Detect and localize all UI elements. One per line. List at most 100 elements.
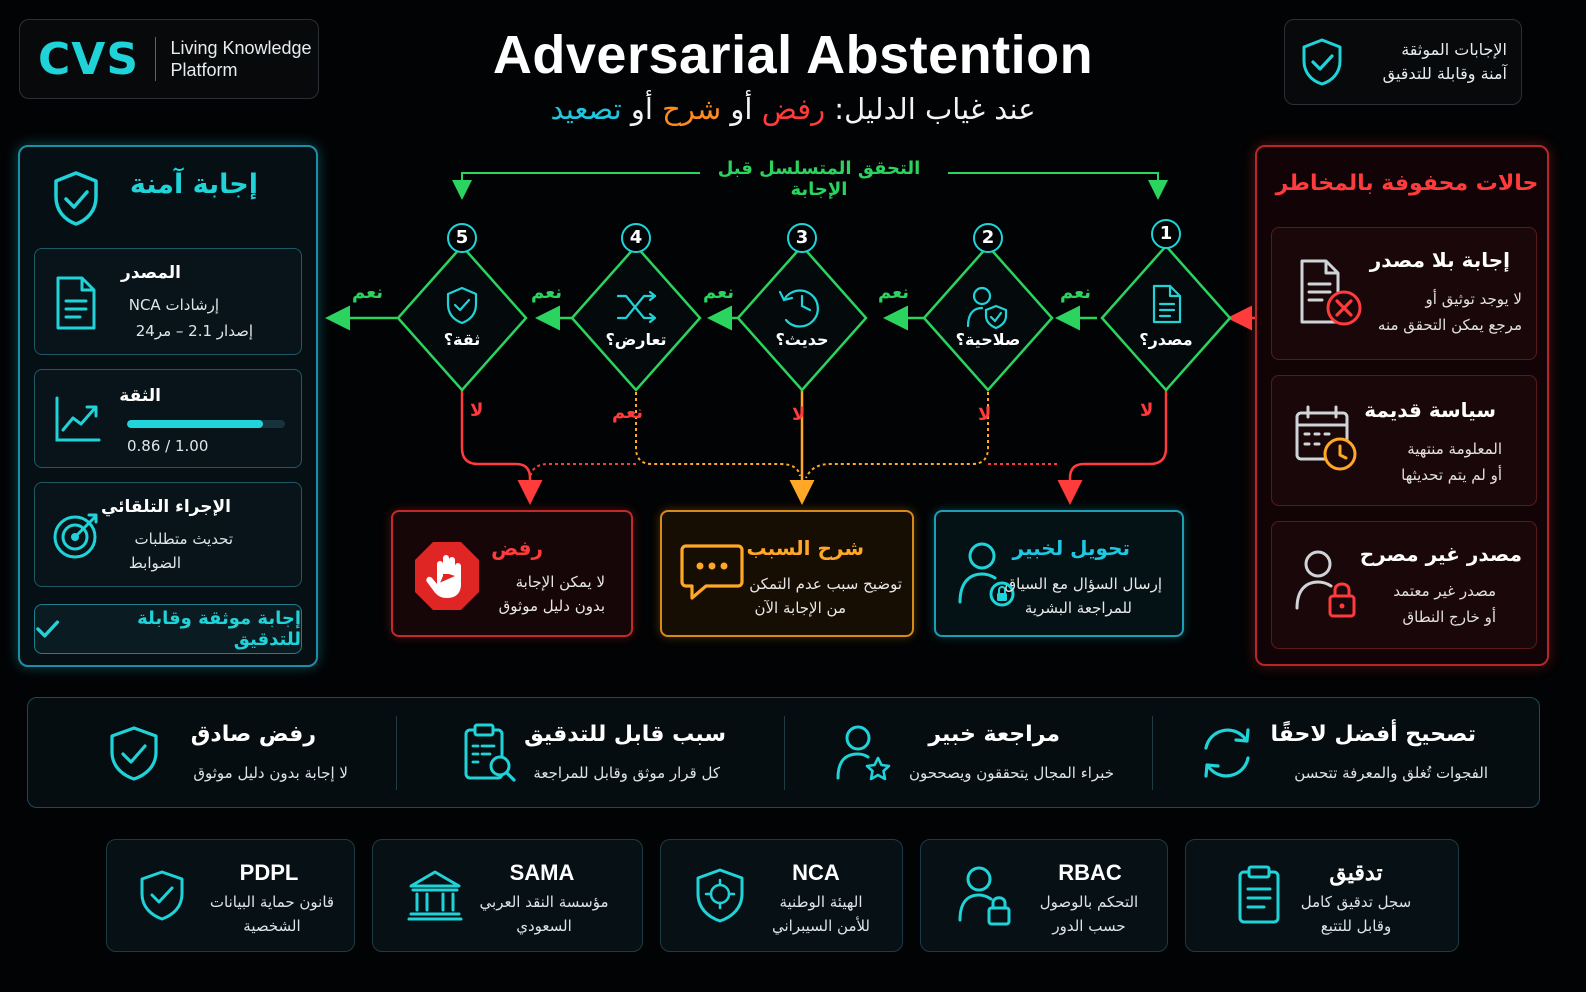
trend-chart-icon bbox=[55, 396, 101, 442]
outcome-line: للمراجعة البشرية bbox=[1024, 599, 1132, 617]
step-label: حديث؟ bbox=[775, 330, 829, 349]
top-badge-line: الإجابات الموثقة bbox=[1401, 40, 1507, 59]
outcome-escalate: تحويل لخبير إرسال السؤال مع السياق للمرا… bbox=[934, 510, 1184, 637]
confidence-title: الثقة bbox=[119, 386, 161, 406]
auto-action-title: الإجراء التلقائي bbox=[100, 497, 231, 517]
calendar-clock-icon bbox=[1295, 405, 1357, 471]
benefit-title: سبب قابل للتدقيق bbox=[524, 722, 726, 747]
step-number: 4 bbox=[621, 223, 651, 253]
decision-diamond-3 bbox=[736, 244, 868, 392]
source-title: المصدر bbox=[121, 263, 181, 283]
outcome-line: من الإجابة الآن bbox=[754, 599, 846, 617]
outcome-line: لا يمكن الإجابة bbox=[515, 573, 605, 591]
compliance-card-sama: SAMA مؤسسة النقد العربي السعودي bbox=[372, 839, 643, 952]
step-number: 3 bbox=[787, 223, 817, 253]
chain-arrow-right bbox=[948, 172, 1168, 200]
compliance-title: PDPL bbox=[239, 860, 299, 885]
user-lock-icon bbox=[958, 542, 1015, 607]
subtitle-or: أو bbox=[721, 92, 762, 126]
divider bbox=[784, 716, 785, 790]
user-shield-icon bbox=[966, 286, 1008, 330]
page-subtitle: عند غياب الدليل: رفض أو شرح أو تصعيد bbox=[400, 92, 1186, 126]
yes-label: نعم bbox=[352, 282, 384, 303]
benefit-text: كل قرار موثق وقابل للمراجعة bbox=[533, 764, 720, 782]
benefit-title: مراجعة خبير bbox=[928, 722, 1060, 747]
risk-line: المعلومة منتهية bbox=[1407, 440, 1502, 458]
outcome-title: شرح السبب bbox=[746, 536, 864, 560]
benefit-auditable-reason: سبب قابل للتدقيق كل قرار موثق وقابل للمر… bbox=[398, 698, 784, 809]
document-icon bbox=[56, 276, 96, 330]
source-line: إرشادات NCA bbox=[128, 296, 219, 314]
chat-bubble-icon bbox=[680, 544, 744, 600]
outcome-line: توضيح سبب عدم التمكن bbox=[749, 575, 902, 593]
check-icon bbox=[36, 620, 60, 638]
step-label: صلاحية؟ bbox=[955, 330, 1021, 349]
compliance-line: الهيئة الوطنية bbox=[779, 893, 863, 911]
shuffle-icon bbox=[616, 290, 657, 324]
risk-card-old-policy: سياسة قديمة المعلومة منتهية أو لم يتم تح… bbox=[1271, 375, 1537, 506]
compliance-line: قانون حماية البيانات bbox=[209, 893, 335, 911]
safe-answer-panel: إجابة آمنة المصدر إرشادات NCA إصدار 2.1 … bbox=[18, 145, 318, 667]
compliance-card-rbac: RBAC التحكم بالوصول حسب الدور bbox=[920, 839, 1168, 952]
document-icon bbox=[1152, 284, 1182, 324]
benefits-strip: رفض صادق لا إجابة بدون دليل موثوق سبب قا… bbox=[27, 697, 1540, 808]
risk-line: مصدر غير معتمد bbox=[1393, 582, 1496, 600]
outcome-title: رفض bbox=[491, 536, 543, 560]
yes-label: نعم bbox=[531, 282, 563, 303]
brand-subtitle: Living Knowledge Platform bbox=[170, 38, 312, 80]
compliance-title: NCA bbox=[792, 860, 840, 885]
risk-cases-panel: حالات محفوفة بالمخاطر إجابة بلا مصدر لا … bbox=[1255, 145, 1549, 666]
brand-logo: CVS bbox=[38, 33, 140, 85]
benefit-better-correction: تصحيح أفضل لاحقًا الفجوات تُغلق والمعرفة… bbox=[1152, 698, 1538, 809]
user-lock-icon bbox=[1295, 550, 1356, 618]
risk-title: سياسة قديمة bbox=[1364, 398, 1496, 422]
yes-label: نعم bbox=[703, 282, 735, 303]
compliance-line: السعودي bbox=[516, 917, 572, 935]
decision-diamond-5 bbox=[396, 244, 528, 392]
compliance-line: للأمن السيبراني bbox=[771, 917, 871, 935]
decision-diamond-2 bbox=[922, 244, 1054, 392]
benefit-expert-review: مراجعة خبير خبراء المجال يتحققون ويصححون bbox=[784, 698, 1152, 809]
no-label: لا bbox=[792, 404, 806, 425]
compliance-card-audit: تدقيق سجل تدقيق كامل وقابل للتتبع bbox=[1185, 839, 1459, 952]
clipboard-search-icon bbox=[464, 723, 516, 782]
risk-cases-title: حالات محفوفة بالمخاطر bbox=[1275, 171, 1539, 196]
shield-emblem-icon bbox=[696, 868, 744, 923]
dotted-arrow-refuse bbox=[529, 463, 636, 479]
risk-title: مصدر غير مصرح bbox=[1359, 542, 1522, 566]
source-line: إصدار 2.1 – مر24 bbox=[135, 322, 253, 340]
divider bbox=[1152, 716, 1153, 790]
compliance-card-nca: NCA الهيئة الوطنية للأمن السيبراني bbox=[660, 839, 903, 952]
risk-line: لا يوجد توثيق أو bbox=[1425, 290, 1522, 308]
step-number: 1 bbox=[1151, 219, 1181, 249]
chain-label: التحقق المتسلسل قبل الإجابة bbox=[700, 158, 938, 200]
risk-card-no-source: إجابة بلا مصدر لا يوجد توثيق أو مرجع يمك… bbox=[1271, 227, 1537, 360]
decision-diamond-1 bbox=[1100, 244, 1232, 392]
risk-card-unauthorized: مصدر غير مصرح مصدر غير معتمد أو خارج الن… bbox=[1271, 521, 1537, 649]
outcome-title: تحويل لخبير bbox=[1012, 536, 1130, 560]
benefit-title: رفض صادق bbox=[190, 722, 316, 747]
compliance-line: سجل تدقيق كامل bbox=[1300, 893, 1412, 911]
outcome-explain: شرح السبب توضيح سبب عدم التمكن من الإجاب… bbox=[660, 510, 914, 637]
benefit-honest-refusal: رفض صادق لا إجابة بدون دليل موثوق bbox=[28, 698, 398, 809]
auto-action-line: تحديث متطلبات bbox=[134, 530, 233, 548]
top-badge-text: الإجابات الموثقة آمنة وقابلة للتدقيق bbox=[1357, 38, 1507, 86]
compliance-line: التحكم بالوصول bbox=[1039, 893, 1139, 911]
compliance-line: وقابل للتتبع bbox=[1320, 917, 1392, 935]
chain-arrow-left bbox=[452, 172, 700, 200]
top-badge: الإجابات الموثقة آمنة وقابلة للتدقيق bbox=[1284, 19, 1522, 105]
confidence-value: 0.86 / 1.00 bbox=[127, 437, 209, 455]
no-label: لا bbox=[1140, 400, 1154, 421]
outcome-line: إرسال السؤال مع السياق bbox=[1004, 575, 1162, 593]
outcome-refuse: رفض لا يمكن الإجابة بدون دليل موثوق bbox=[391, 510, 633, 637]
clipboard-icon bbox=[1238, 865, 1280, 924]
shield-check-icon bbox=[140, 870, 184, 921]
brand-box: CVS Living Knowledge Platform bbox=[19, 19, 319, 99]
subtitle-escalate: تصعيد bbox=[550, 92, 622, 126]
no-label: لا bbox=[470, 400, 484, 421]
risk-line: مرجع يمكن التحقق منه bbox=[1377, 316, 1522, 334]
divider bbox=[396, 716, 397, 790]
refresh-icon bbox=[1204, 728, 1250, 778]
benefit-title: تصحيح أفضل لاحقًا bbox=[1270, 722, 1476, 747]
